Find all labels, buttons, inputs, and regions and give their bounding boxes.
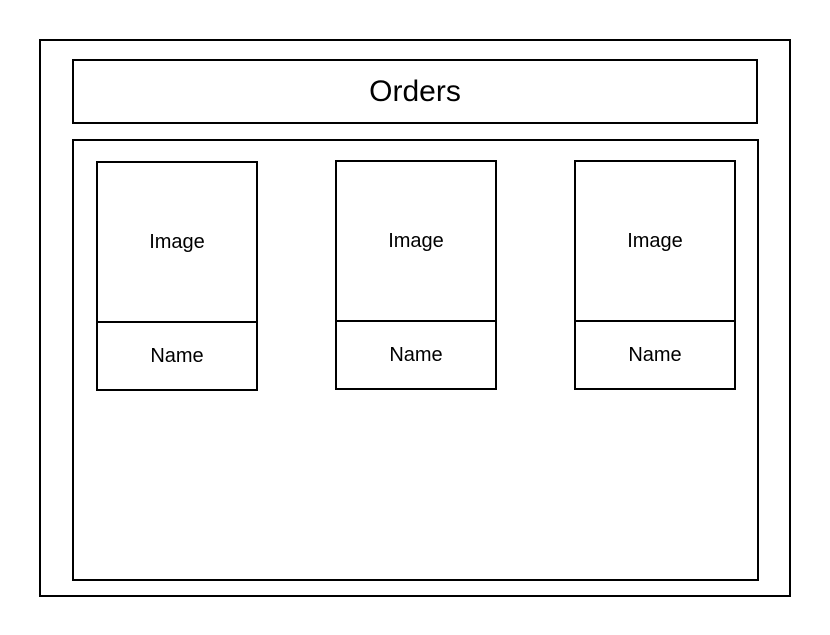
card-name-label: Name xyxy=(628,343,682,366)
order-card[interactable]: Image Name xyxy=(96,161,258,391)
card-name-section: Name xyxy=(337,322,495,388)
page-title: Orders xyxy=(369,74,461,108)
card-image-placeholder: Image xyxy=(337,162,495,322)
card-name-section: Name xyxy=(98,323,256,389)
card-image-label: Image xyxy=(388,229,444,252)
card-name-label: Name xyxy=(389,343,443,366)
header-box: Orders xyxy=(72,59,758,124)
card-name-label: Name xyxy=(150,344,204,367)
card-image-label: Image xyxy=(627,229,683,252)
card-image-label: Image xyxy=(149,230,205,253)
card-image-placeholder: Image xyxy=(98,163,256,323)
card-name-section: Name xyxy=(576,322,734,388)
card-image-placeholder: Image xyxy=(576,162,734,322)
order-card[interactable]: Image Name xyxy=(574,160,736,390)
order-card[interactable]: Image Name xyxy=(335,160,497,390)
